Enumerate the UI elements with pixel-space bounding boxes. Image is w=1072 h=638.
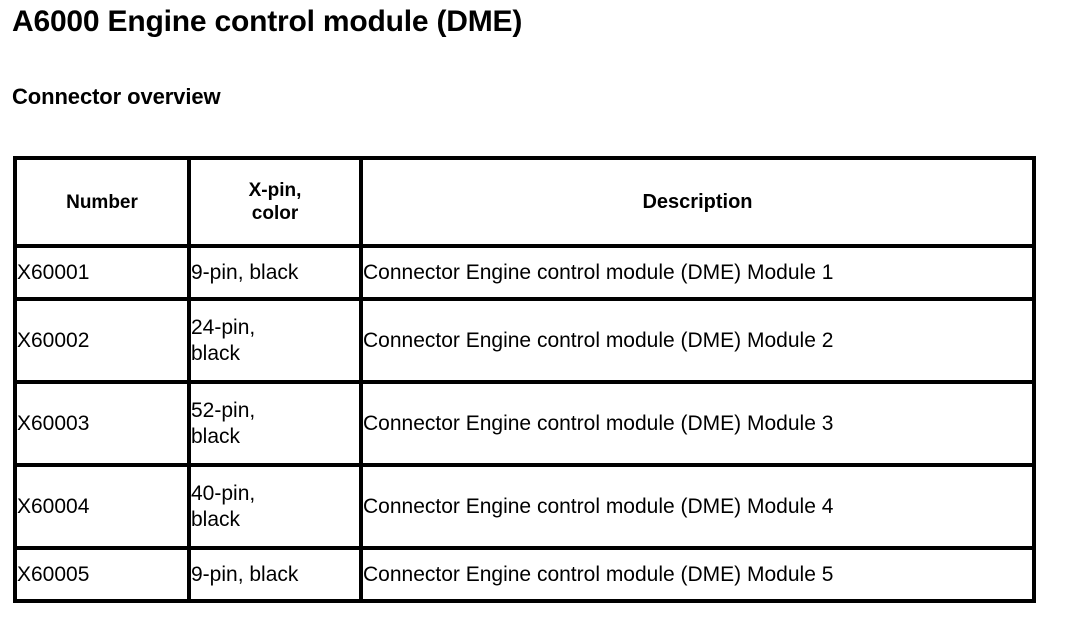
table-row: X60003 52-pin, black Connector Engine co… — [13, 380, 1036, 467]
cell-number: X60003 — [13, 380, 191, 467]
cell-xpin-color: 9-pin, black — [187, 546, 363, 603]
cell-xpin-line2: black — [191, 341, 241, 365]
column-header-description: Description — [359, 156, 1036, 248]
table-row: X60004 40-pin, black Connector Engine co… — [13, 463, 1036, 550]
table-header-row: Number X-pin, color Description — [13, 156, 1036, 248]
cell-number: X60002 — [13, 297, 191, 384]
cell-xpin-line1: 9-pin, black — [191, 562, 299, 586]
table-body: X60001 9-pin, black Connector Engine con… — [13, 244, 1036, 603]
column-header-number: Number — [13, 156, 191, 248]
cell-xpin-line1: 40-pin, — [191, 481, 256, 505]
cell-description: Connector Engine control module (DME) Mo… — [359, 463, 1036, 550]
cell-xpin-line1: 9-pin, black — [191, 260, 299, 284]
cell-xpin-color: 9-pin, black — [187, 244, 363, 301]
column-header-number-label: Number — [66, 191, 138, 213]
column-header-xpin-line1: X-pin, — [248, 180, 302, 201]
connector-overview-table: Number X-pin, color Description X60001 9… — [13, 156, 1036, 603]
connector-overview-table-wrapper: Number X-pin, color Description X60001 9… — [13, 156, 1036, 603]
cell-number: X60001 — [13, 244, 191, 301]
cell-description: Connector Engine control module (DME) Mo… — [359, 297, 1036, 384]
cell-number: X60004 — [13, 463, 191, 550]
cell-xpin-color: 52-pin, black — [187, 380, 363, 467]
cell-description: Connector Engine control module (DME) Mo… — [359, 380, 1036, 467]
cell-number: X60005 — [13, 546, 191, 603]
cell-xpin-line1: 24-pin, — [191, 315, 256, 339]
cell-description: Connector Engine control module (DME) Mo… — [359, 546, 1036, 603]
cell-description: Connector Engine control module (DME) Mo… — [359, 244, 1036, 301]
cell-xpin-line1: 52-pin, — [191, 398, 256, 422]
table-row: X60005 9-pin, black Connector Engine con… — [13, 546, 1036, 603]
table-row: X60002 24-pin, black Connector Engine co… — [13, 297, 1036, 384]
cell-xpin-color: 24-pin, black — [187, 297, 363, 384]
table-header: Number X-pin, color Description — [13, 156, 1036, 248]
column-header-description-label: Description — [642, 190, 753, 213]
section-heading: Connector overview — [12, 84, 221, 109]
table-row: X60001 9-pin, black Connector Engine con… — [13, 244, 1036, 301]
column-header-xpin-line2: color — [251, 203, 299, 224]
cell-xpin-color: 40-pin, black — [187, 463, 363, 550]
column-header-xpin-color: X-pin, color — [187, 156, 363, 248]
page-title: A6000 Engine control module (DME) — [12, 5, 523, 38]
cell-xpin-line2: black — [191, 507, 241, 531]
cell-xpin-line2: black — [191, 424, 241, 448]
